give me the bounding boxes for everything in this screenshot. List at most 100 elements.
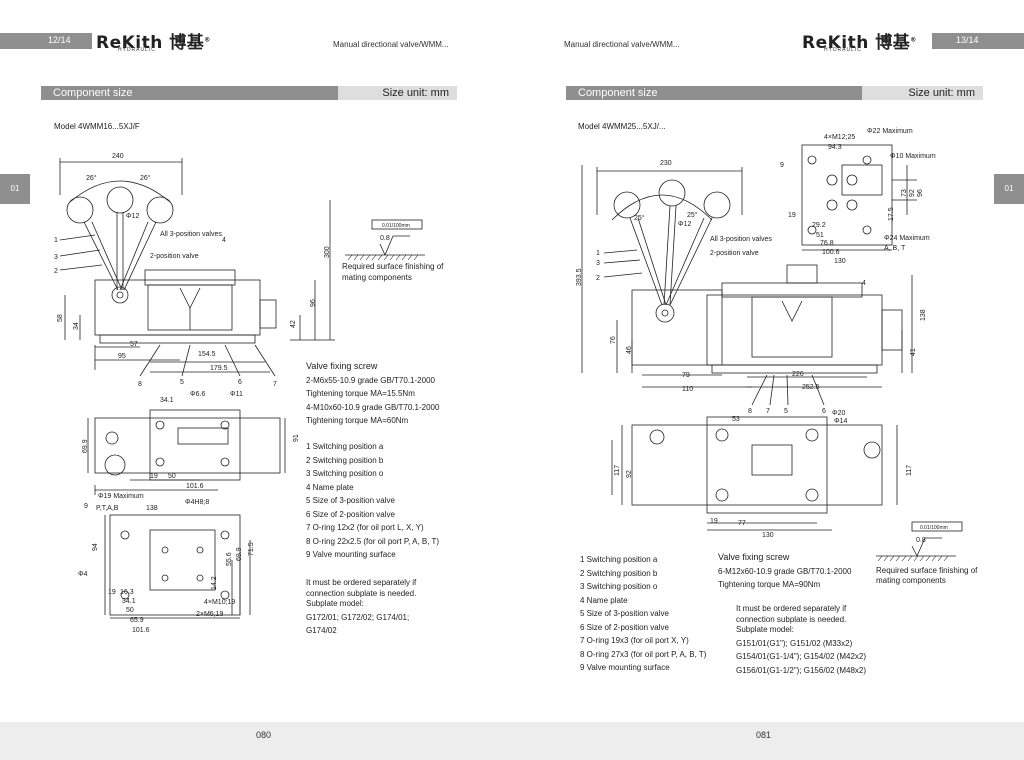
side-tab[interactable]: 01: [0, 174, 30, 204]
section-title: Component size: [578, 87, 658, 99]
model-label: Model 4WMM16...5XJ/F: [54, 122, 140, 131]
dim-34: 34: [73, 322, 80, 330]
dim-117-right: 117: [906, 465, 913, 476]
legend-list: 1 Switching position a 2 Switching posit…: [306, 440, 439, 562]
roughness-value: 0.8: [380, 235, 390, 242]
dim-94-3: 94.3: [828, 144, 842, 151]
legend-item: 3 Switching position o: [580, 582, 658, 591]
dim-226: 226: [792, 371, 804, 378]
side-tab[interactable]: 01: [994, 174, 1024, 204]
dim-393-5: 393.5: [576, 268, 583, 286]
callout-3: 3: [54, 254, 58, 261]
footer-page-number: 080: [256, 730, 272, 740]
section-bar: [566, 86, 862, 100]
label-phi10-max: Φ10 Maximum: [890, 153, 936, 160]
surface-finish-symbol: 0.01/100mm 0.8: [876, 521, 963, 562]
legend-item: 6 Size of 2-position valve: [580, 622, 669, 632]
dim-94: 94: [92, 543, 99, 551]
callout-9: 9: [780, 162, 784, 169]
dim-r19: 19: [788, 212, 796, 219]
callout-8: 8: [138, 381, 142, 388]
legend-item: 6 Size of 2-position valve: [306, 509, 395, 519]
callout-8: 8: [748, 408, 752, 415]
screw-spec: Valve fixing screw 2-M6x55-10.9 grade GB…: [306, 361, 440, 425]
dim-77: 77: [738, 520, 746, 527]
footer-page-number: 081: [756, 730, 772, 740]
dim-r51: 51: [816, 232, 824, 239]
right-page: Manual directional valve/WMM... ReKith 博…: [512, 0, 1024, 760]
label-phi22-max: Φ22 Maximum: [867, 128, 913, 135]
legend-item: 7 O-ring 12x2 (for oil port L, X, Y): [306, 523, 424, 532]
header-bar: [0, 33, 92, 49]
dim-34-1: 34.1: [160, 397, 174, 404]
legend-item: 4 Name plate: [580, 595, 628, 605]
size-unit: Size unit: mm: [338, 86, 457, 100]
dim-179-5: 179.5: [210, 365, 228, 372]
label-4xm12: 4×M12;25: [824, 134, 855, 141]
legend-item: 2 Switching position b: [580, 568, 658, 578]
callout-7: 7: [766, 408, 770, 415]
label-phi4: Φ4: [78, 571, 88, 578]
legend-item: 8 O-ring 27x3 (for oil port P, A, B, T): [580, 649, 707, 659]
legend-item: 1 Switching position a: [580, 555, 658, 564]
dim-19: 19: [710, 518, 718, 525]
dim-71-5: 71.5: [248, 542, 255, 556]
dim-252-5: 252.5: [802, 384, 820, 391]
brand-logo-sub: HYDRAULIC: [118, 47, 156, 53]
dim-230: 230: [660, 160, 672, 167]
label-abt: A, B, T: [884, 245, 906, 252]
dim-19: 19: [150, 473, 158, 480]
legend-item: 9 Valve mounting surface: [580, 663, 670, 672]
dim-300: 300: [324, 246, 331, 258]
screw-heading: Valve fixing screw: [718, 552, 790, 562]
dim-154-5: 154.5: [198, 351, 216, 358]
label-all-3-position: All 3-position valves: [710, 236, 772, 243]
header-title: Manual directional valve/WMM...: [564, 40, 680, 49]
legend-list: 1 Switching position a 2 Switching posit…: [580, 553, 706, 675]
dim-101-6: 101.6: [186, 483, 204, 490]
dim-r130: 130: [834, 258, 846, 265]
page-footer: 081: [512, 722, 1024, 760]
brand-logo-sub: HYDRAULIC: [824, 47, 862, 53]
label-4xm10: 4×M10;19: [204, 599, 235, 606]
dim-phi6-6: Φ6.6: [190, 391, 205, 398]
dim-angle-right: 25°: [687, 211, 698, 219]
dim-angle-left: 25°: [634, 214, 645, 222]
dim-91: 91: [293, 434, 300, 442]
dim-69-9: 69.9: [82, 439, 89, 453]
dim-42: 42: [290, 320, 297, 328]
header-title: Manual directional valve/WMM...: [333, 40, 449, 49]
callout-2: 2: [596, 275, 600, 282]
dim-b65-9: 65.9: [130, 617, 144, 624]
page-footer: 080: [0, 722, 512, 760]
callout-2: 2: [54, 268, 58, 275]
dim-angle-right: 26°: [140, 174, 151, 182]
left-page: 12/14 ReKith 博基® HYDRAULIC Manual direct…: [0, 33, 512, 760]
dim-53: 53: [732, 416, 740, 423]
dim-138: 138: [146, 505, 158, 512]
roughness-value: 0.8: [916, 537, 926, 544]
dim-r29-2: 29.2: [812, 222, 826, 229]
dim-b101-6: 101.6: [132, 627, 150, 634]
dim-130: 130: [762, 532, 774, 539]
dim-phi11: Φ11: [230, 391, 243, 398]
legend-item: 5 Size of 3-position valve: [580, 609, 669, 618]
legend-item: 4 Name plate: [306, 482, 354, 492]
dim-95: 95: [118, 353, 126, 360]
dim-r73: 73: [901, 189, 908, 197]
brand-logo: ReKith 博基®: [802, 33, 917, 53]
legend-item: 1 Switching position a: [306, 442, 384, 451]
label-2xm6: 2×M6;19: [196, 611, 224, 618]
dim-b19: 19: [108, 589, 116, 596]
order-note: It must be ordered separately if connect…: [736, 604, 867, 675]
callout-5: 5: [784, 408, 788, 415]
label-phi19-max: Φ19 Maximum: [98, 493, 144, 500]
flatness-value: 0.01/100mm: [382, 223, 410, 229]
callout-5: 5: [180, 379, 184, 386]
dim-phi12: Φ12: [126, 213, 139, 220]
dim-b16-3: 16.3: [120, 589, 134, 596]
callout-4: 4: [222, 237, 226, 244]
surface-note: Required surface finishing of mating com…: [342, 262, 444, 282]
dim-phi12: Φ12: [678, 221, 691, 228]
callout-4: 4: [862, 280, 866, 287]
